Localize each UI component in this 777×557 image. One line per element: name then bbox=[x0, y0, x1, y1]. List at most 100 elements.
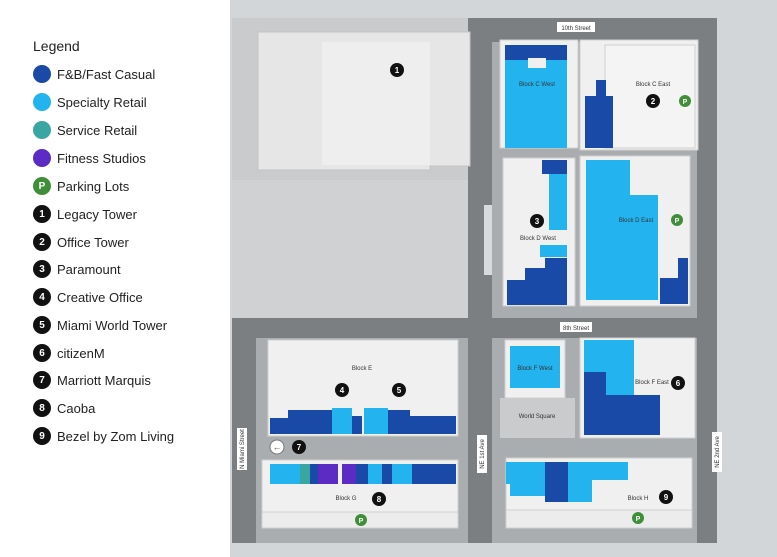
legend-label-4: Creative Office bbox=[57, 289, 143, 305]
block-d-west-specialty-strip bbox=[549, 174, 567, 230]
number-8-icon: 8 bbox=[33, 399, 51, 417]
legend-label-8: Caoba bbox=[57, 400, 96, 416]
block-c-west-label: Block C West bbox=[519, 82, 555, 88]
block-g-fb-2 bbox=[356, 464, 368, 484]
marker-1: 1 bbox=[390, 63, 404, 77]
parking-marker-h: P bbox=[632, 512, 644, 524]
marker-9-label: 9 bbox=[664, 493, 669, 502]
block-g-specialty-3 bbox=[392, 464, 412, 484]
legend-item-8: 8 Caoba bbox=[33, 398, 95, 418]
block-e-fb-left bbox=[270, 410, 318, 434]
block-d-west-fb-bottom bbox=[507, 258, 567, 305]
block-c-west-specialty bbox=[505, 60, 567, 148]
street-label-ne1: NE 1st Ave bbox=[480, 439, 486, 469]
legend-swatch-service bbox=[33, 121, 51, 139]
entrance-arrow-glyph: ← bbox=[273, 442, 282, 452]
marker-8: 8 bbox=[372, 492, 386, 506]
block-f-west-label: Block F West bbox=[517, 366, 553, 372]
block-c-west-notch bbox=[528, 58, 546, 68]
block-d-west-specialty-mid bbox=[540, 245, 567, 257]
street-sign-10th bbox=[557, 22, 595, 32]
legend-label-5: Miami World Tower bbox=[57, 317, 168, 333]
legend-item-2: 2 Office Tower bbox=[33, 232, 129, 252]
block-e-fb-mid bbox=[318, 410, 332, 434]
legend-label-parking: Parking Lots bbox=[57, 178, 130, 194]
number-2-icon: 2 bbox=[33, 233, 51, 251]
marker-2: 2 bbox=[646, 94, 660, 108]
block-e-specialty-2 bbox=[364, 408, 388, 434]
block-g-fb-1 bbox=[310, 464, 318, 484]
block-c-east-label: Block C East bbox=[636, 82, 671, 88]
marker-9: 9 bbox=[659, 490, 673, 504]
marker-7: 7 bbox=[292, 440, 306, 454]
block-c-east-fb bbox=[585, 96, 613, 148]
number-4-icon: 4 bbox=[33, 288, 51, 306]
legend-item-6: 6 citizenM bbox=[33, 343, 105, 363]
block-g-fb-4 bbox=[412, 464, 456, 484]
world-square bbox=[500, 398, 575, 438]
block-h-specialty-right bbox=[592, 462, 628, 480]
block-f-east-fb bbox=[584, 395, 660, 435]
marker-4-label: 4 bbox=[340, 386, 345, 395]
legend-label-specialty: Specialty Retail bbox=[57, 94, 147, 110]
marker-5-label: 5 bbox=[397, 386, 402, 395]
block-h-fb-1 bbox=[545, 462, 568, 502]
block-g-specialty-1 bbox=[270, 464, 300, 484]
parking-marker-d-east-label: P bbox=[675, 218, 680, 225]
block-h-specialty-left bbox=[506, 462, 545, 496]
block-f-west-specialty bbox=[510, 346, 560, 388]
legend-item-fitness: Fitness Studios bbox=[33, 148, 146, 168]
block-d-west-fb-top bbox=[542, 160, 567, 174]
legend-label-6: citizenM bbox=[57, 345, 105, 361]
legend-label-fb: F&B/Fast Casual bbox=[57, 66, 156, 82]
legend-swatch-fb bbox=[33, 65, 51, 83]
block-d-east-fb bbox=[660, 258, 688, 304]
building-legacy-tower-roof bbox=[322, 42, 430, 165]
block-h-specialty-mid bbox=[568, 462, 592, 502]
block-d-east-label: Block D East bbox=[619, 218, 654, 224]
legend-item-parking: P Parking Lots bbox=[33, 176, 129, 196]
parking-marker-g: P bbox=[355, 514, 367, 526]
marker-3-label: 3 bbox=[535, 217, 540, 226]
legend-item-specialty: Specialty Retail bbox=[33, 92, 147, 112]
parking-marker-d-east: P bbox=[671, 214, 683, 226]
entrance-arrow-marker: ← bbox=[269, 439, 285, 455]
legend-item-1: 1 Legacy Tower bbox=[33, 204, 137, 224]
street-sign-ne1 bbox=[477, 435, 487, 473]
legend-label-service: Service Retail bbox=[57, 122, 138, 138]
legend-item-3: 3 Paramount bbox=[33, 259, 121, 279]
legend-item-9: 9 Bezel by Zom Living bbox=[33, 426, 174, 446]
block-f-east-label: Block F East bbox=[635, 380, 669, 386]
marker-6: 6 bbox=[671, 376, 685, 390]
number-9-icon: 9 bbox=[33, 427, 51, 445]
street-sign-ne2 bbox=[712, 432, 722, 472]
block-f-east-fb-small bbox=[584, 372, 606, 395]
legend-item-4: 4 Creative Office bbox=[33, 287, 143, 307]
legend-label-3: Paramount bbox=[57, 261, 121, 277]
street-label-8th: 8th Street bbox=[563, 326, 589, 332]
parking-marker-h-label: P bbox=[636, 516, 641, 523]
world-square-label: World Square bbox=[519, 414, 556, 420]
street-label-miami: N Miami Street bbox=[240, 429, 246, 469]
marker-4: 4 bbox=[335, 383, 349, 397]
parking-marker-c-east-label: P bbox=[683, 99, 688, 106]
legend-item-5: 5 Miami World Tower bbox=[33, 315, 167, 335]
marker-2-label: 2 bbox=[651, 97, 656, 106]
marker-7-label: 7 bbox=[297, 443, 302, 452]
legend-label-fitness: Fitness Studios bbox=[57, 150, 146, 166]
legend-label-9: Bezel by Zom Living bbox=[57, 428, 175, 444]
marker-3: 3 bbox=[530, 214, 544, 228]
street-label-10th: 10th Street bbox=[561, 26, 591, 32]
street-sign-8th bbox=[560, 322, 592, 332]
legend-item-service: Service Retail bbox=[33, 120, 137, 140]
legend-swatch-fitness bbox=[33, 149, 51, 167]
parking-area-south bbox=[232, 180, 472, 318]
legend-title: Legend bbox=[33, 38, 80, 54]
number-3-icon: 3 bbox=[33, 260, 51, 278]
parking-icon: P bbox=[33, 177, 51, 195]
legend-item-7: 7 Marriott Marquis bbox=[33, 370, 151, 390]
block-c-west-fb bbox=[505, 45, 567, 60]
legend-label-7: Marriott Marquis bbox=[57, 372, 151, 388]
parking-marker-g-label: P bbox=[359, 518, 364, 525]
legend-label-1: Legacy Tower bbox=[57, 206, 137, 222]
